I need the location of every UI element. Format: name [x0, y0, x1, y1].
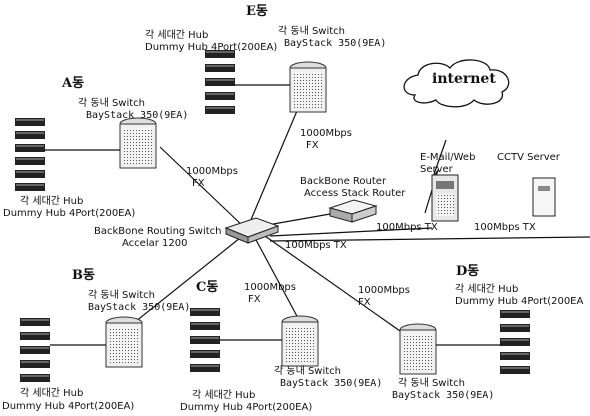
- cctv-server-label: CCTV Server: [497, 152, 560, 163]
- c-hub-model: Dummy Hub 4Port(200EA): [180, 402, 313, 413]
- mail-server-label-2: Server: [420, 164, 453, 175]
- d-switch-model: BayStack 350(9EA): [392, 390, 495, 401]
- router-title-2: Access Stack Router: [304, 188, 406, 199]
- link-backbone-c: [254, 237, 299, 319]
- d-hub-stack: [500, 310, 530, 374]
- c-building-title: C동: [196, 280, 219, 295]
- c-switch-shape: [281, 315, 319, 367]
- a-switch-model: BayStack 350(9EA): [86, 110, 189, 121]
- e-building-title: E동: [246, 4, 268, 19]
- c-hub-label: 각 세대간 Hub: [192, 390, 256, 401]
- e-switch-model: BayStack 350(9EA): [284, 38, 387, 49]
- a-hub-stack: [15, 118, 45, 191]
- c-switch-model: BayStack 350(9EA): [280, 378, 383, 389]
- e-link-type: FX: [306, 140, 319, 151]
- backbone-switch-label-2: Accelar 1200: [122, 238, 188, 249]
- e-hub-stack: [205, 50, 235, 114]
- link-backbone-b: [124, 237, 241, 331]
- c-link-speed: 1000Mbps: [244, 282, 296, 293]
- backbone-switch-shape: [224, 217, 280, 244]
- link-backbone-a: [159, 146, 246, 229]
- router-title-1: BackBone Router: [300, 176, 387, 187]
- link-backbone-mail: [269, 227, 433, 237]
- mail-server-shape: [431, 174, 459, 222]
- a-hub-model: Dummy Hub 4Port(200EA): [3, 208, 136, 219]
- backbone-tx-label: 100Mbps TX: [285, 240, 347, 251]
- mail-server-label-1: E-Mail/Web: [420, 152, 476, 163]
- b-hub-model: Dummy Hub 4Port(200EA): [2, 401, 135, 412]
- a-switch-label: 각 동내 Switch: [78, 98, 146, 109]
- link-backbone-cctv: [269, 236, 590, 242]
- b-building-title: B동: [72, 268, 95, 283]
- d-hub-model: Dummy Hub 4Port(200EA: [455, 296, 584, 307]
- e-link-speed: 1000Mbps: [300, 128, 352, 139]
- b-hub-stack: [20, 318, 50, 382]
- c-link-type: FX: [248, 294, 261, 305]
- internet-cloud: [403, 59, 510, 108]
- b-switch-shape: [105, 316, 143, 368]
- a-hub-label: 각 세대간 Hub: [20, 196, 84, 207]
- b-switch-model: BayStack 350(9EA): [88, 302, 191, 313]
- d-link-type: FX: [358, 297, 371, 308]
- link-backbone-d: [264, 235, 411, 339]
- mail-link-label: 100Mbps TX: [376, 222, 438, 233]
- internet-label: internet: [432, 71, 496, 87]
- d-switch-shape: [399, 323, 437, 375]
- c-hub-stack: [190, 308, 220, 372]
- e-switch-shape: [289, 61, 327, 113]
- a-link-type: FX: [192, 178, 205, 189]
- b-switch-label: 각 동내 Switch: [88, 290, 156, 301]
- e-switch-label: 각 동내 Switch: [278, 26, 346, 37]
- a-switch-shape: [119, 117, 157, 169]
- backbone-router-shape: [328, 199, 378, 223]
- cctv-server-shape: [532, 177, 556, 217]
- d-building-title: D동: [456, 264, 480, 279]
- a-link-speed: 1000Mbps: [186, 166, 238, 177]
- b-hub-label: 각 세대간 Hub: [20, 388, 84, 399]
- d-switch-label: 각 동내 Switch: [398, 378, 466, 389]
- d-hub-label: 각 세대간 Hub: [455, 284, 519, 295]
- e-hub-label: 각 세대간 Hub: [145, 30, 209, 41]
- backbone-switch-label-1: BackBone Routing Switch: [94, 226, 222, 237]
- cctv-link-label: 100Mbps TX: [474, 222, 536, 233]
- d-link-speed: 1000Mbps: [358, 285, 410, 296]
- c-switch-label: 각 동내 Switch: [274, 366, 342, 377]
- e-hub-model: Dummy Hub 4Port(200EA): [145, 42, 278, 53]
- a-building-title: A동: [62, 76, 85, 91]
- link-backbone-e: [249, 91, 306, 223]
